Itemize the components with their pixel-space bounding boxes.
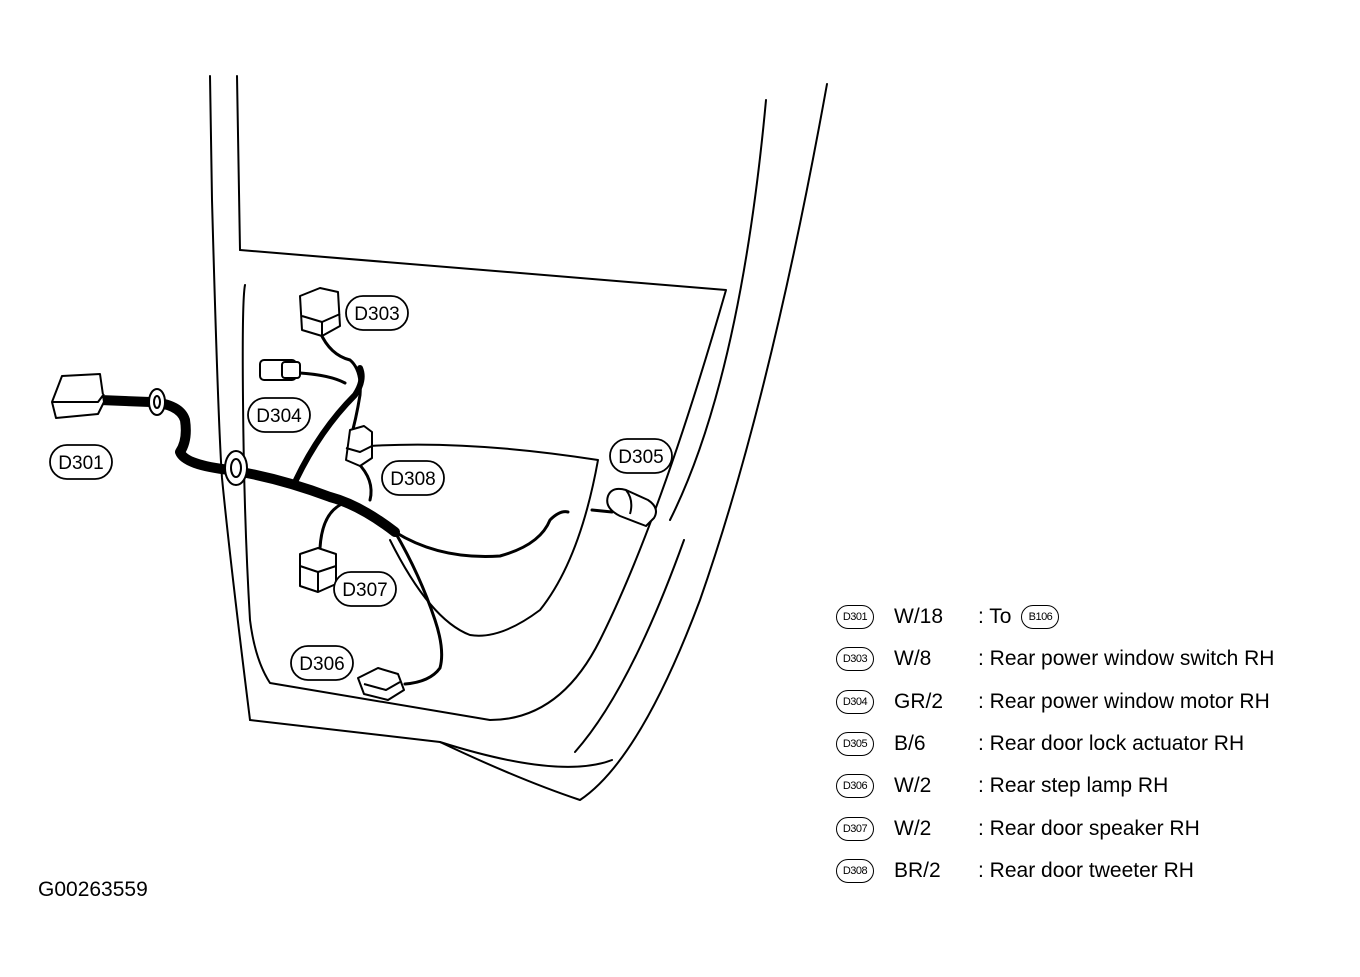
door-outline xyxy=(209,75,828,801)
callout-d308: D308 xyxy=(381,460,445,496)
legend-badge: D304 xyxy=(836,689,874,714)
legend-description: : To B106 xyxy=(978,605,1060,630)
connector-d307 xyxy=(299,547,337,593)
legend-row-d308: D308 BR/2 : Rear door tweeter RH xyxy=(836,850,1336,892)
connector-d306 xyxy=(357,667,405,701)
legend-badge: D307 xyxy=(836,816,874,841)
legend-wire: BR/2 xyxy=(894,858,941,882)
legend-row-d301: D301 W/18 : To B106 xyxy=(836,596,1336,638)
legend-wire: W/8 xyxy=(894,647,932,671)
callout-d305-text: D305 xyxy=(618,447,663,468)
callout-d301: D301 xyxy=(49,444,113,480)
callout-d306: D306 xyxy=(290,645,354,681)
legend-wire: W/2 xyxy=(894,816,932,840)
callout-d304: D304 xyxy=(247,397,311,433)
callout-d301-text: D301 xyxy=(58,453,103,474)
legend-description: : Rear door lock actuator RH xyxy=(978,732,1245,756)
connectors xyxy=(51,287,657,701)
legend-description: : Rear step lamp RH xyxy=(978,774,1169,798)
legend-row-d304: D304 GR/2 : Rear power window motor RH xyxy=(836,681,1336,723)
connector-legend: D301 W/18 : To B106 D303 W/8 : Rear powe… xyxy=(836,596,1336,892)
callout-d303: D303 xyxy=(345,295,409,331)
legend-description: : Rear power window motor RH xyxy=(978,689,1270,713)
legend-ref-badge: B106 xyxy=(1021,605,1060,630)
legend-wire: B/6 xyxy=(894,732,926,756)
legend-badge: D301 xyxy=(836,605,874,630)
legend-description: : Rear door tweeter RH xyxy=(978,858,1194,882)
callout-labels: D303 D304 D301 D308 D305 D307 D306 xyxy=(49,295,673,681)
legend-badge: D306 xyxy=(836,774,874,799)
callout-d303-text: D303 xyxy=(354,304,399,325)
legend-badge: D308 xyxy=(836,858,874,883)
callout-d305: D305 xyxy=(609,438,673,474)
connector-d303 xyxy=(299,287,341,337)
legend-row-d305: D305 B/6 : Rear door lock actuator RH xyxy=(836,723,1336,765)
legend-desc-text: : To xyxy=(978,605,1012,629)
legend-row-d307: D307 W/2 : Rear door speaker RH xyxy=(836,807,1336,849)
legend-wire: W/2 xyxy=(894,774,932,798)
legend-badge: D303 xyxy=(836,647,874,672)
legend-wire: GR/2 xyxy=(894,689,944,713)
callout-d304-text: D304 xyxy=(256,406,302,427)
main-harness xyxy=(95,365,400,537)
callout-d306-text: D306 xyxy=(299,654,344,675)
legend-description: : Rear power window switch RH xyxy=(978,647,1275,671)
legend-row-d303: D303 W/8 : Rear power window switch RH xyxy=(836,638,1336,680)
legend-row-d306: D306 W/2 : Rear step lamp RH xyxy=(836,765,1336,807)
legend-wire: W/18 xyxy=(894,605,944,629)
legend-badge: D305 xyxy=(836,732,874,757)
connector-d305 xyxy=(606,487,657,527)
grommets xyxy=(148,388,248,486)
callout-d308-text: D308 xyxy=(390,469,435,490)
callout-d307: D307 xyxy=(333,571,397,607)
connector-d301 xyxy=(51,373,105,419)
figure-id: G00263559 xyxy=(38,878,148,901)
callout-d307-text: D307 xyxy=(342,580,387,601)
branch-wires xyxy=(298,330,614,686)
legend-description: : Rear door speaker RH xyxy=(978,816,1200,840)
connector-d308 xyxy=(345,425,373,467)
connector-d304 xyxy=(259,359,301,381)
